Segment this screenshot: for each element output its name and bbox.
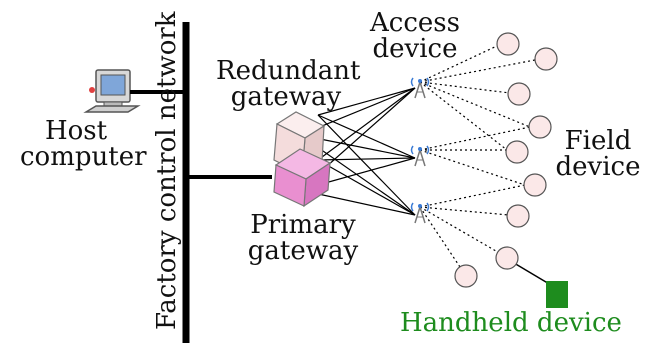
wireless-links (419, 44, 536, 277)
field-device (495, 246, 519, 270)
redundant-gateway-label: Redundant gateway (216, 56, 361, 112)
primary-gateway-label: Primary gateway (247, 210, 359, 266)
field-device (528, 115, 552, 139)
field-device (506, 204, 530, 228)
computer-icon (83, 69, 141, 113)
field-device (454, 264, 478, 288)
handheld-device-label: Handheld device (400, 308, 622, 338)
handheld-device-box (546, 281, 568, 308)
field-device (496, 32, 520, 56)
field-device-label: Field device (555, 126, 641, 182)
field-device (505, 140, 529, 164)
field-devices (454, 32, 558, 288)
primary-gateway-box (273, 148, 332, 208)
host-computer-label: Host computer (20, 116, 147, 172)
factory-control-network-label: Factory control network (152, 11, 182, 330)
field-device (523, 173, 547, 197)
field-device (507, 82, 531, 106)
field-device (534, 47, 558, 71)
access-device-label: Access device (370, 8, 460, 64)
